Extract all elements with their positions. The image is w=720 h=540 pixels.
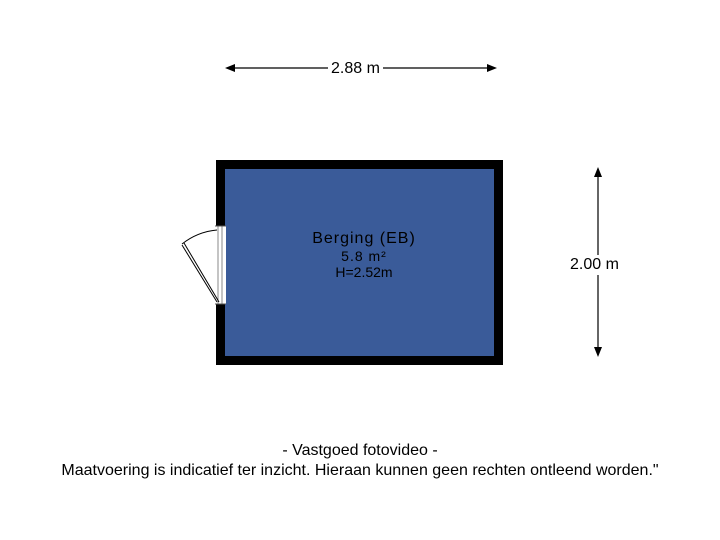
room-name: Berging (EB)	[312, 230, 416, 247]
width-dimension-label: 2.88 m	[328, 59, 383, 79]
footer-credit: - Vastgoed fotovideo -	[282, 442, 438, 459]
room-label: Berging (EB) 5.8 m² H=2.52m	[264, 230, 464, 280]
arrow-up-icon	[594, 167, 602, 177]
footer-disclaimer: - Vastgoed fotovideo - Maatvoering is in…	[0, 441, 720, 481]
room-height: H=2.52m	[335, 264, 393, 280]
room-floor	[225, 169, 494, 356]
room-area: 5.8 m²	[341, 248, 387, 264]
height-dimension-label: 2.00 m	[569, 255, 620, 275]
footer-disclaimer-text: Maatvoering is indicatief ter inzicht. H…	[61, 462, 659, 479]
door	[181, 225, 226, 305]
arrow-left-icon	[225, 64, 235, 72]
arrow-right-icon	[487, 64, 497, 72]
arrow-down-icon	[594, 347, 602, 357]
door-swing-icon	[181, 229, 220, 303]
